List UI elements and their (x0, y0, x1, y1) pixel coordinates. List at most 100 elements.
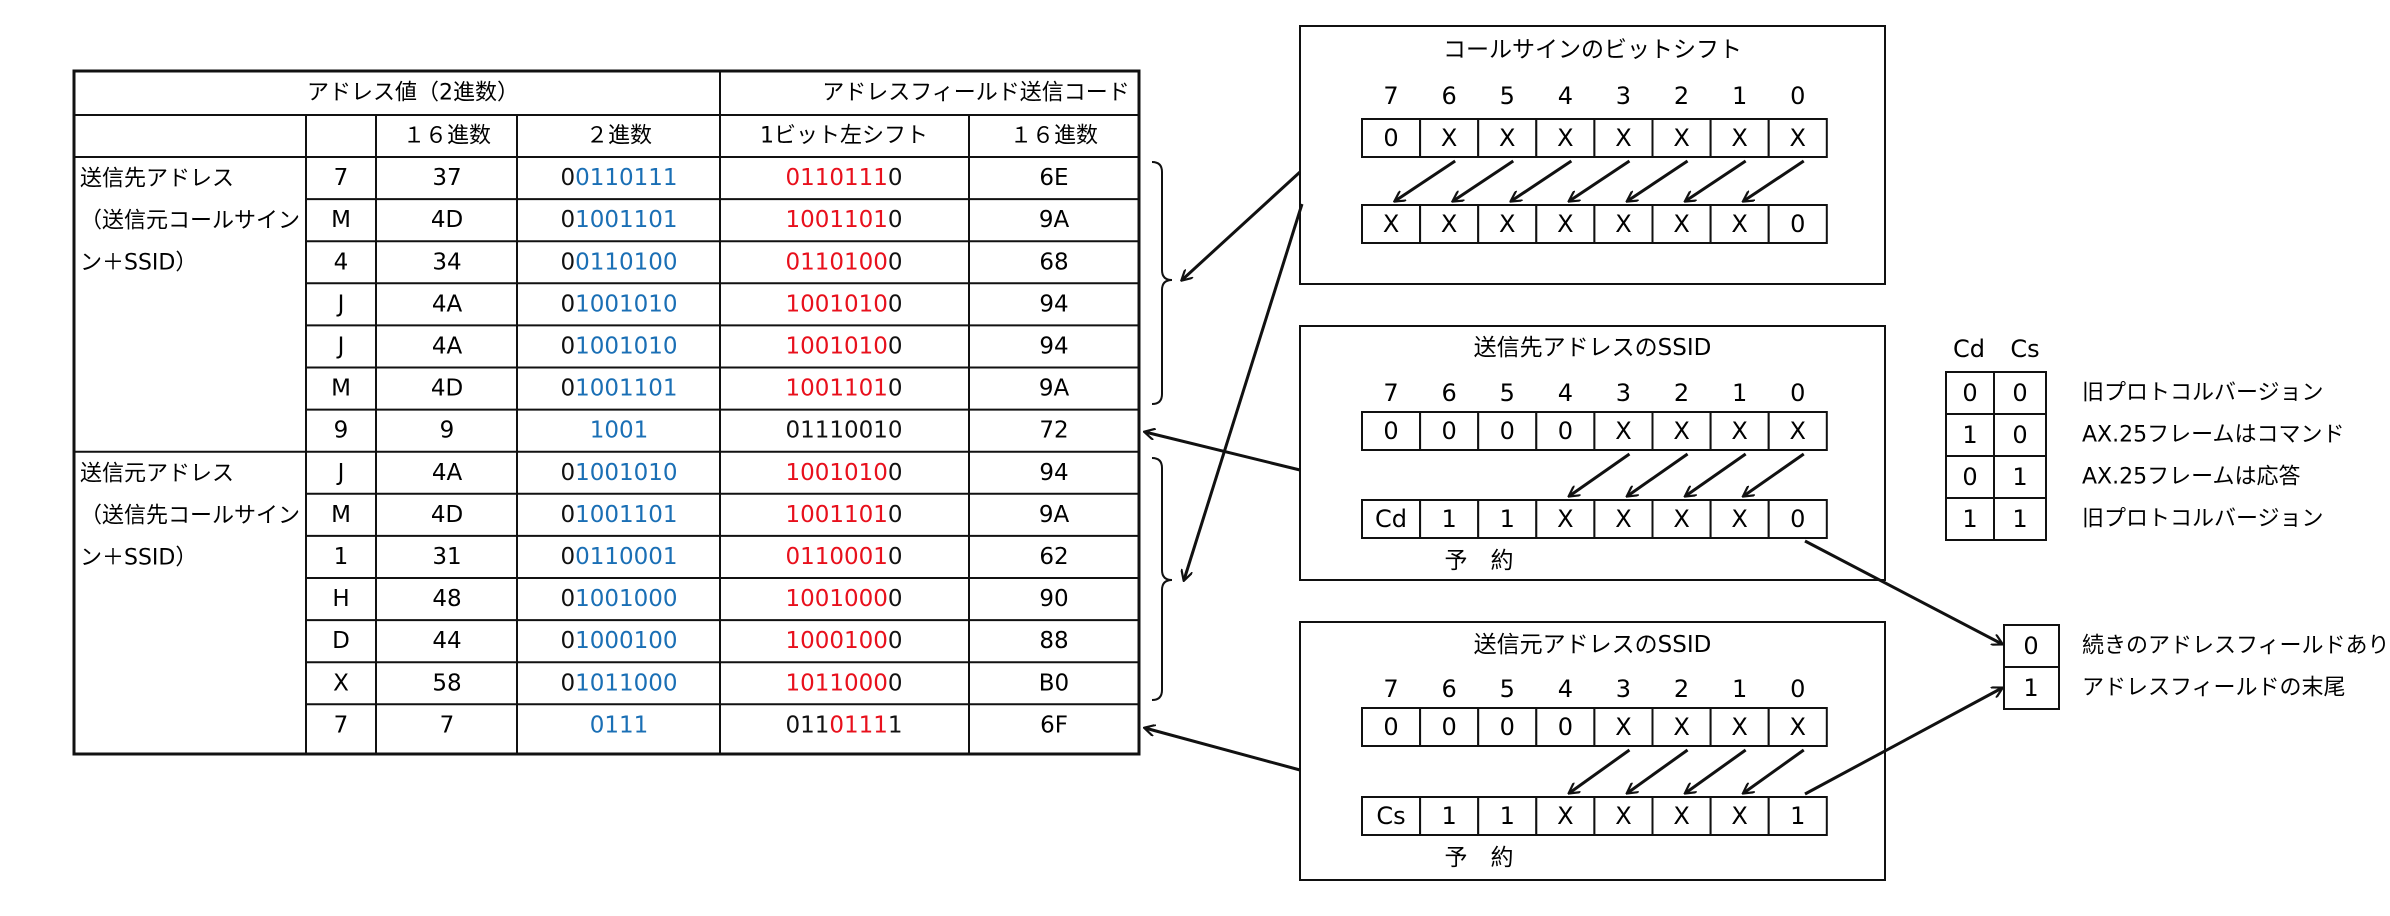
binary-bits: 1001000 (575, 586, 677, 612)
shift-arrow (1569, 748, 1631, 793)
bit-label: 0 (1790, 675, 1805, 703)
cdcs-header-cs: Cs (2010, 335, 2039, 363)
cell-binary: 01011000 (560, 670, 677, 696)
cell-char: J (336, 291, 345, 317)
shift-arrow (1569, 452, 1631, 496)
cell-hex: 4D (431, 502, 463, 528)
bottom-bit-box (1767, 499, 1828, 539)
top-bit-value: 0 (1383, 417, 1398, 445)
cell-shifted: 10110000 (785, 670, 902, 696)
binary-prefix: 0 (560, 586, 575, 612)
group-label-line: 送信元アドレス (80, 462, 234, 487)
cell-out-hex: 94 (1039, 291, 1068, 317)
reserved-label: 予 約 (1445, 548, 1514, 574)
cell-out-hex: B0 (1039, 670, 1069, 696)
shift-bits: 1001101 (785, 502, 887, 528)
bit-label: 7 (1383, 379, 1398, 407)
top-bit-value: X (1790, 417, 1806, 445)
cell-binary: 01000100 (560, 628, 677, 654)
bottom-bit-value: Cd (1375, 505, 1407, 533)
cd-value: 1 (1962, 505, 1977, 533)
top-bit-box (1593, 118, 1654, 158)
top-bit-box (1593, 411, 1654, 451)
cell-shifted: 10010100 (785, 333, 902, 359)
shift-bits: 1001101 (785, 376, 887, 402)
bottom-bit-value: X (1731, 505, 1747, 533)
cs-cell (1993, 497, 2047, 541)
group-label-line: （送信元コールサイン (80, 209, 300, 234)
panel-frame (1299, 25, 1886, 285)
binary-prefix: 0 (560, 670, 575, 696)
cs-cell (1993, 413, 2047, 457)
top-bit-value: 0 (1383, 713, 1398, 741)
shift-suffix: 0 (888, 291, 903, 317)
shift-arrow (1686, 748, 1747, 793)
shift-prefix: 011 (785, 712, 829, 738)
cell-hex: 4A (432, 291, 463, 317)
binary-bits: 1001010 (575, 333, 677, 359)
top-bit-value: X (1615, 124, 1631, 152)
shift-bits: 1001010 (785, 333, 887, 359)
arrow-dest-bit0-to-ext0 (1804, 539, 2002, 644)
arrow-callsign-to-src (1184, 203, 1304, 580)
cell-out-hex: 6E (1039, 165, 1068, 191)
group-label-line: （送信先コールサイン (80, 504, 300, 529)
arrow-dest-ssid-to-row (1145, 432, 1301, 472)
top-bit-value: 0 (1500, 417, 1515, 445)
cell-shifted: 10010000 (785, 586, 902, 612)
cell-hex: 4A (432, 333, 463, 359)
shift-arrow (1627, 748, 1689, 793)
cell-out-hex: 9A (1039, 502, 1070, 528)
cell-binary: 00110100 (560, 249, 677, 275)
cell-hex: 7 (440, 712, 455, 738)
bottom-bit-value: X (1383, 210, 1399, 238)
binary-prefix: 0 (560, 460, 575, 486)
top-bit-box (1593, 707, 1654, 747)
shift-bits: 1011000 (785, 670, 887, 696)
cell-binary: 01001101 (560, 376, 677, 402)
cell-char: 4 (334, 249, 349, 275)
bottom-bit-value: 1 (1442, 802, 1457, 830)
bottom-bit-box (1651, 796, 1712, 836)
bit-label: 1 (1732, 675, 1747, 703)
cell-out-hex: 62 (1039, 544, 1068, 570)
binary-bits: 0111 (590, 712, 649, 738)
binary-prefix: 0 (560, 544, 575, 570)
top-bit-value: 0 (1500, 713, 1515, 741)
shift-bits: 1001010 (785, 460, 887, 486)
top-bit-box (1709, 411, 1770, 451)
group-label-line: ン＋SSID） (80, 251, 197, 276)
cs-value: 0 (2012, 379, 2027, 407)
cell-shifted: 01101110 (785, 165, 902, 191)
bottom-bit-value: X (1673, 505, 1689, 533)
cell-binary: 00110111 (560, 165, 677, 191)
bottom-bit-box (1709, 796, 1770, 836)
top-bit-box (1767, 118, 1828, 158)
shift-suffix: 0 (888, 333, 903, 359)
cell-char: 7 (334, 165, 349, 191)
group-label-dest: 送信先アドレス （送信元コールサイン ン＋SSID） (80, 167, 300, 276)
bottom-bit-box (1709, 499, 1770, 539)
top-bit-box (1651, 707, 1712, 747)
table-grid (74, 71, 1139, 754)
cell-hex: 4D (431, 376, 463, 402)
bit-label: 1 (1732, 379, 1747, 407)
top-bit-box (1361, 411, 1422, 451)
arrows (1145, 170, 2002, 796)
cell-binary: 01001010 (560, 333, 677, 359)
binary-prefix: 0 (560, 207, 575, 233)
top-bit-value: 0 (1383, 124, 1398, 152)
cell-binary: 01001010 (560, 291, 677, 317)
cell-binary: 0111 (590, 712, 649, 738)
shift-bits: 0110001 (785, 544, 887, 570)
shift-suffix: 0 (888, 376, 903, 402)
cdcs-header-cd: Cd (1953, 335, 1985, 363)
bit-label: 5 (1500, 675, 1515, 703)
binary-prefix: 0 (560, 165, 575, 191)
